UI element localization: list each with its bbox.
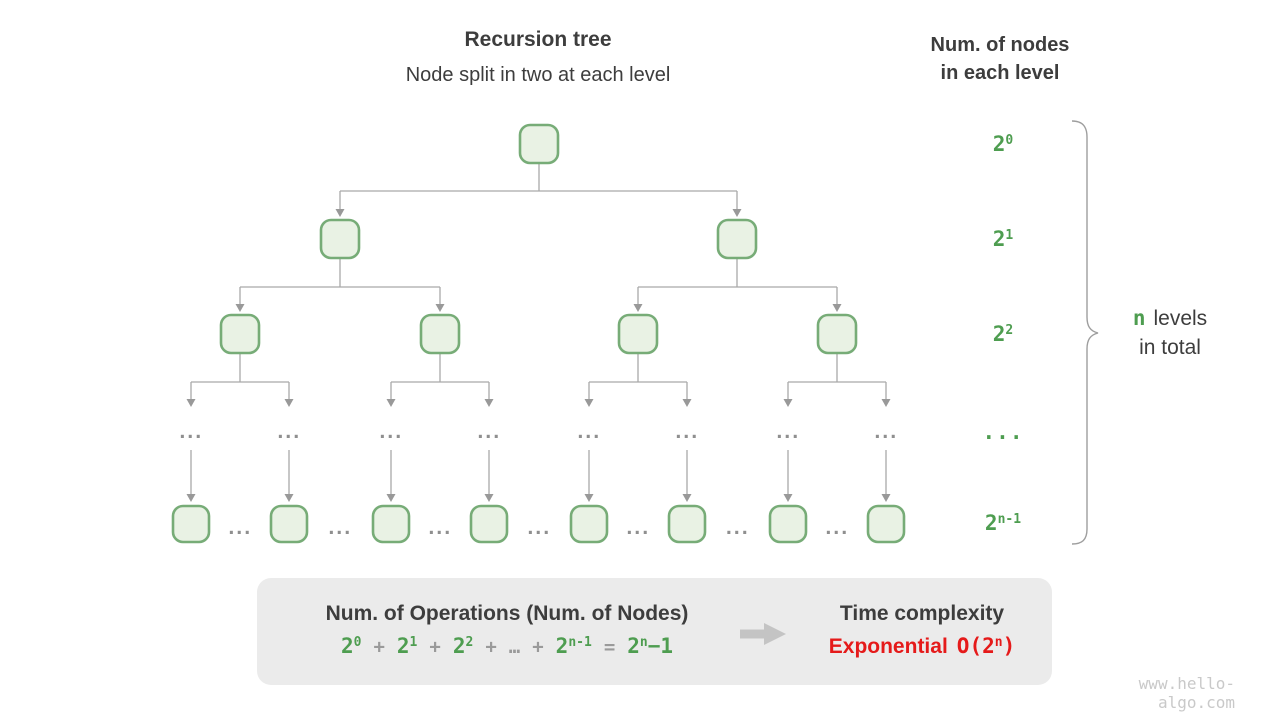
- formula-term: 22: [452, 634, 474, 658]
- formula-term: 2n-1: [555, 634, 592, 658]
- time-complexity-title: Time complexity: [839, 602, 1005, 625]
- formula-term: 21: [396, 634, 418, 658]
- complexity-word: Exponential: [828, 635, 948, 658]
- arrowhead-icon: [783, 399, 793, 407]
- arrowhead-icon: [235, 304, 245, 312]
- arrowhead-icon: [783, 494, 793, 502]
- ellipsis-dots: ...: [626, 519, 650, 539]
- arrowhead-icon: [633, 304, 643, 312]
- ellipsis-dots: ...: [228, 519, 252, 539]
- big-o-notation: O(2n): [956, 634, 1016, 658]
- tree-node: [866, 504, 906, 544]
- level-label: 21: [992, 227, 1014, 251]
- arrowhead-icon: [584, 399, 594, 407]
- watermark: www.hello-algo.com: [1138, 674, 1235, 712]
- tree-node: [219, 313, 261, 355]
- ellipsis-dots: ...: [726, 519, 750, 539]
- tree-node: [419, 313, 461, 355]
- arrowhead-icon: [335, 209, 345, 217]
- n-variable: n: [1132, 306, 1146, 330]
- formula-term: +: [429, 636, 441, 658]
- arrowhead-icon: [881, 399, 891, 407]
- ellipsis-dots: ...: [874, 423, 898, 443]
- formula-term: +: [532, 636, 544, 658]
- ellipsis-dots: ...: [675, 423, 699, 443]
- summary-box: Num. of Operations (Num. of Nodes) 20 +21…: [257, 578, 1052, 685]
- tree-node: [816, 313, 858, 355]
- ellipsis-dots: ...: [577, 423, 601, 443]
- diagram-title: Recursion tree: [464, 28, 612, 51]
- arrowhead-icon: [881, 494, 891, 502]
- arrowhead-icon: [284, 494, 294, 502]
- levels-brace: [1071, 120, 1099, 545]
- formula-term: +: [485, 636, 497, 658]
- ellipsis-dots: ...: [527, 519, 551, 539]
- tree-node: [569, 504, 609, 544]
- tree-node: [371, 504, 411, 544]
- tree-node: [768, 504, 808, 544]
- arrowhead-icon: [682, 399, 692, 407]
- diagram-subtitle: Node split in two at each level: [405, 64, 671, 86]
- tree-node: [269, 504, 309, 544]
- right-column-title-line1: Num. of nodes: [930, 34, 1070, 56]
- level-label: 2n-1: [984, 511, 1022, 535]
- ellipsis-dots: ...: [328, 519, 352, 539]
- ellipsis-dots: ...: [428, 519, 452, 539]
- level-label-ellipsis: ...: [982, 420, 1024, 444]
- levels-total-line2: in total: [1139, 336, 1201, 359]
- ellipsis-dots: ...: [179, 423, 203, 443]
- arrowhead-icon: [732, 209, 742, 217]
- arrowhead-icon: [186, 494, 196, 502]
- ellipsis-dots: ...: [825, 519, 849, 539]
- arrowhead-icon: [484, 399, 494, 407]
- arrowhead-icon: [435, 304, 445, 312]
- tree-node: [469, 504, 509, 544]
- complexity-value: Exponential O(2n): [797, 634, 1047, 659]
- tree-node: [617, 313, 659, 355]
- tree-node: [518, 123, 560, 165]
- right-column-title-line2: in each level: [940, 62, 1060, 84]
- ellipsis-dots: ...: [776, 423, 800, 443]
- arrow-right-icon: [740, 623, 786, 645]
- formula-term: =: [603, 636, 616, 658]
- arrowhead-icon: [186, 399, 196, 407]
- tree-node: [716, 218, 758, 260]
- ellipsis-dots: ...: [277, 423, 301, 443]
- formula-term: 20: [340, 634, 362, 658]
- arrowhead-icon: [484, 494, 494, 502]
- operations-title: Num. of Operations (Num. of Nodes): [325, 602, 689, 625]
- operations-formula: 20 +21 +22 + … +2n-1 = 2n−1: [277, 634, 737, 658]
- arrowhead-icon: [386, 399, 396, 407]
- formula-term: 2n−1: [627, 634, 674, 658]
- level-label: 20: [992, 132, 1014, 156]
- tree-node: [319, 218, 361, 260]
- tree-node: [667, 504, 707, 544]
- right-column-title: Num. of nodes in each level: [898, 31, 1102, 87]
- arrowhead-icon: [386, 494, 396, 502]
- arrowhead-icon: [832, 304, 842, 312]
- formula-term: …: [508, 636, 521, 658]
- tree-node: [171, 504, 211, 544]
- arrowhead-icon: [584, 494, 594, 502]
- levels-word: levels: [1153, 307, 1208, 330]
- arrowhead-icon: [682, 494, 692, 502]
- ellipsis-dots: ...: [477, 423, 501, 443]
- level-label: 22: [992, 322, 1014, 346]
- ellipsis-dots: ...: [379, 423, 403, 443]
- formula-term: +: [373, 636, 385, 658]
- arrowhead-icon: [284, 399, 294, 407]
